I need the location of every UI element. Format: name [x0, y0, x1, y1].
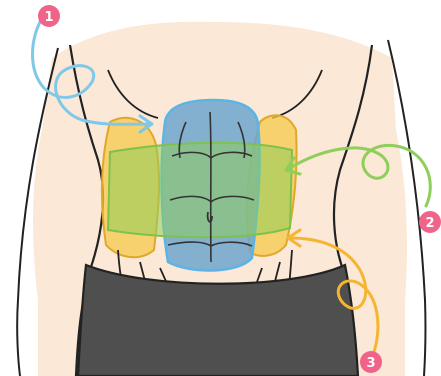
badge-3-number: 3	[366, 356, 375, 371]
badge-1: 1	[38, 5, 60, 27]
badge-2: 2	[419, 211, 441, 233]
badge-3: 3	[360, 351, 382, 373]
transversus-abdominis-band	[108, 143, 292, 238]
badge-1-number: 1	[44, 10, 53, 25]
badge-2-number: 2	[425, 216, 434, 231]
